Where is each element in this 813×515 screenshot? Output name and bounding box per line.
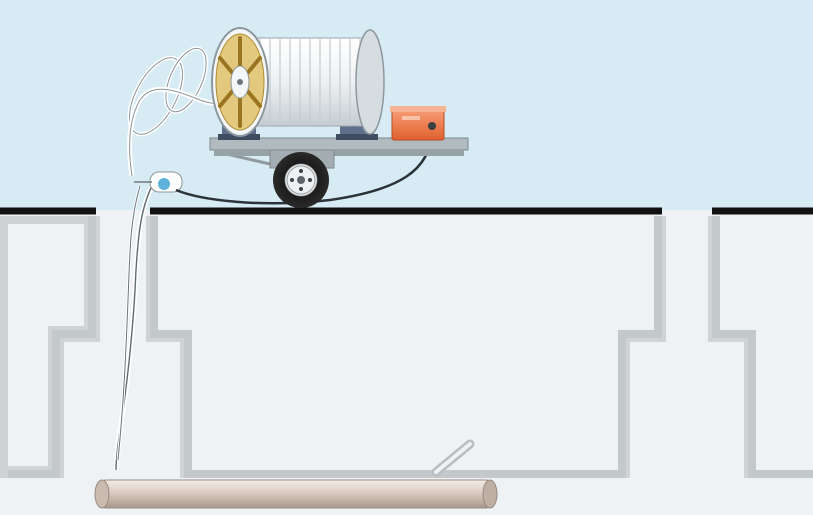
chamber-interior (188, 216, 622, 474)
sewer-pipe-icon (95, 480, 497, 508)
cable-drum-icon (212, 28, 384, 136)
control-box-icon (390, 106, 446, 140)
sky (0, 0, 813, 210)
